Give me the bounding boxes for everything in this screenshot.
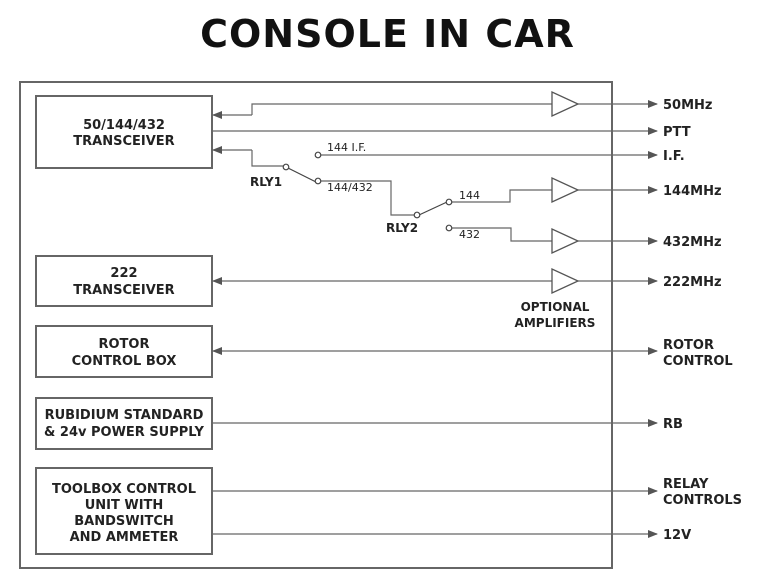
rly2-pos-a-label: 144 (459, 189, 480, 202)
line-432-branch (452, 227, 552, 242)
line-144-432 (321, 180, 414, 216)
rly1-pos-b-label: 144/432 (327, 181, 373, 194)
box-rotor-line1: ROTOR (99, 337, 150, 352)
output-rb: RB (663, 417, 683, 432)
rly2-label: RLY2 (386, 221, 418, 235)
box-toolbox: TOOLBOX CONTROL UNIT WITH BANDSWITCH AND… (35, 467, 213, 555)
line-rly1-common (251, 150, 283, 167)
box-rotor-control: ROTOR CONTROL BOX (35, 325, 213, 378)
amplifiers-caption-line1: OPTIONAL (521, 300, 590, 314)
output-432mhz: 432MHz (663, 235, 722, 250)
rly2-contact-144 (445, 198, 453, 206)
box-transceiver-222-line1: 222 (110, 266, 137, 281)
line-144-branch (452, 189, 552, 203)
box-toolbox-line2: UNIT WITH (85, 498, 164, 513)
box-transceiver-main-line1: 50/144/432 (83, 118, 165, 133)
output-relay-line2: CONTROLS (663, 493, 742, 508)
box-transceiver-222: 222 TRANSCEIVER (35, 255, 213, 307)
amplifier-222mhz-icon (551, 267, 580, 295)
box-transceiver-main: 50/144/432 TRANSCEIVER (35, 95, 213, 169)
box-rubidium: RUBIDIUM STANDARD & 24v POWER SUPPLY (35, 397, 213, 450)
box-transceiver-main-line2: TRANSCEIVER (73, 134, 174, 149)
box-toolbox-line3: BANDSWITCH (74, 514, 173, 529)
rly1-contact-144-432 (314, 177, 322, 185)
console-enclosure (19, 81, 613, 569)
output-ptt: PTT (663, 125, 691, 140)
output-relay-line1: RELAY (663, 477, 709, 492)
rly2-contact-432 (445, 224, 453, 232)
rly2-common-contact (413, 211, 421, 219)
line-50mhz-bus (251, 103, 552, 115)
rly2-wiper (418, 201, 448, 216)
rly2-pos-b-label: 432 (459, 228, 480, 241)
rly1-pos-a-label: 144 I.F. (327, 141, 366, 154)
rly1-wiper (287, 167, 317, 183)
box-rotor-line2: CONTROL BOX (72, 354, 177, 369)
diagram-title: CONSOLE IN CAR (200, 12, 575, 56)
amplifier-50mhz-icon (551, 90, 580, 118)
output-rotor-line2: CONTROL (663, 354, 733, 369)
box-rubidium-line2: & 24v POWER SUPPLY (44, 425, 205, 440)
amplifier-432mhz-icon (551, 227, 580, 255)
box-toolbox-line1: TOOLBOX CONTROL (52, 482, 196, 497)
box-transceiver-222-line2: TRANSCEIVER (73, 283, 174, 298)
box-rubidium-line1: RUBIDIUM STANDARD (45, 408, 204, 423)
output-12v: 12V (663, 528, 691, 543)
box-toolbox-line4: AND AMMETER (70, 530, 179, 545)
output-144mhz: 144MHz (663, 184, 722, 199)
amplifiers-caption-line2: AMPLIFIERS (515, 316, 596, 330)
amplifier-144mhz-icon (551, 176, 580, 204)
rly1-contact-if (314, 151, 322, 159)
output-50mhz: 50MHz (663, 98, 712, 113)
output-222mhz: 222MHz (663, 275, 722, 290)
output-rotor-line1: ROTOR (663, 338, 714, 353)
rly1-common-contact (282, 163, 290, 171)
output-if: I.F. (663, 149, 685, 164)
rly1-label: RLY1 (250, 175, 282, 189)
